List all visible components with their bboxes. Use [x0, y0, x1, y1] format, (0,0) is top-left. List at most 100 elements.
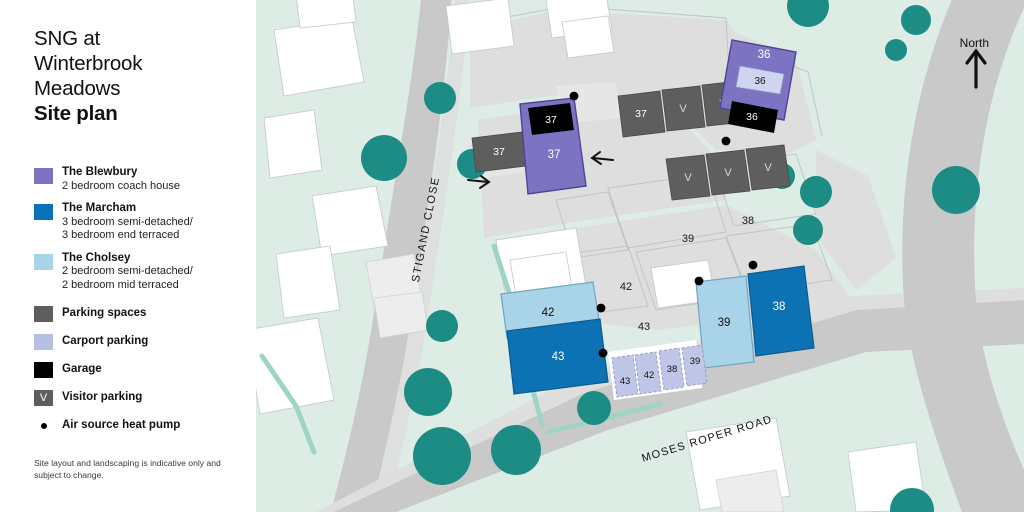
tree-icon: [424, 82, 456, 114]
garden-label-38: 38: [742, 215, 754, 227]
legend-heat-pump-name: Air source heat pump: [62, 419, 181, 431]
tree-canopies: [361, 0, 980, 512]
tree-icon: [404, 368, 452, 416]
plot-38-building: [747, 265, 815, 357]
visitor-space-4: [665, 154, 711, 201]
visitor-label-5: V: [724, 167, 732, 179]
legend-garage-name: Garage: [62, 363, 102, 375]
legend-item-garage: Garage: [34, 360, 249, 378]
legend-panel: SNG at Winterbrook Meadows Site plan The…: [0, 0, 256, 512]
swatch-visitor-parking: V: [34, 390, 53, 406]
legend-item-blewbury: The Blewbury 2 bedroom coach house: [34, 166, 249, 193]
carport-36: [735, 65, 785, 95]
existing-buildings: [256, 0, 927, 512]
heat-pump-markers: [569, 91, 758, 358]
legend-blewbury-sub: 2 bedroom coach house: [62, 179, 181, 192]
plot-38-label: 38: [773, 301, 786, 313]
tree-icon: [800, 176, 832, 208]
tree-icon: [793, 215, 823, 245]
plot-42-label: 42: [542, 307, 555, 319]
carport-bay-42: [634, 351, 662, 395]
swatch-cholsey: [34, 253, 53, 270]
legend-parking-name: Parking spaces: [62, 307, 147, 319]
swatch-carport: [34, 334, 53, 350]
tree-icon: [426, 310, 458, 342]
page-title: SNG at Winterbrook Meadows Site plan: [34, 26, 244, 126]
tree-icon: [787, 0, 829, 27]
legend-cholsey-name: The Cholsey: [62, 251, 131, 264]
tree-icon: [361, 135, 407, 181]
heat-pump-icon: [748, 260, 758, 270]
legend-item-carport: Carport parking: [34, 332, 249, 350]
garden-label-39: 39: [682, 233, 694, 245]
heat-pump-icon: [596, 303, 606, 313]
tree-icon: [901, 5, 931, 35]
arrow-right-icon: [467, 175, 491, 189]
heat-pump-icon: [569, 91, 579, 101]
tree-icon: [577, 391, 611, 425]
visitor-space-5: [705, 149, 751, 196]
legend-item-cholsey: The Cholsey 2 bedroom semi-detached/ 2 b…: [34, 252, 249, 293]
title-line-1: SNG at: [34, 27, 101, 50]
garage-37-label: 37: [545, 114, 557, 126]
carport-bay-43: [611, 354, 639, 398]
tree-icon: [885, 39, 907, 61]
plot-36-label: 36: [758, 49, 771, 61]
heat-pump-icon: [721, 136, 731, 146]
legend-cholsey-sub: 2 bedroom semi-detached/ 2 bedroom mid t…: [62, 265, 193, 291]
road-stigand-close: [330, 0, 452, 512]
site-map: 37 37 V V V V V V: [256, 0, 1024, 512]
garage-37: [528, 103, 574, 135]
tree-icon: [932, 166, 980, 214]
legend-marcham-name: The Marcham: [62, 202, 137, 214]
disclaimer-text: Site layout and landscaping is indicativ…: [34, 458, 221, 480]
plot-39-label: 39: [718, 317, 731, 329]
visitor-label-4: V: [684, 172, 692, 184]
garden-label-43: 43: [638, 321, 650, 333]
legend-visitor-name: Visitor parking: [62, 391, 143, 403]
title-line-2: Winterbrook: [34, 52, 143, 75]
carport-39-label: 39: [690, 356, 701, 367]
carport-bay-38: [658, 347, 685, 391]
parking-label-37a: 37: [493, 146, 505, 158]
carport-43-label: 43: [620, 376, 631, 387]
legend-item-visitor: V Visitor parking: [34, 388, 249, 406]
ancillary-lots: [365, 253, 785, 512]
legend-list: The Blewbury 2 bedroom coach house The M…: [34, 166, 249, 441]
direction-arrows: [467, 151, 614, 189]
compass-rose: [965, 48, 987, 89]
garage-36-label: 36: [746, 111, 758, 123]
swatch-marcham: [34, 204, 53, 220]
heat-pump-dot-icon: [34, 418, 53, 434]
plot-43-label: 43: [552, 351, 565, 363]
plot-37-label: 37: [548, 149, 561, 161]
pavement-east-lane: [816, 150, 896, 290]
parking-label-37b: 37: [635, 108, 647, 120]
arrow-left-icon: [590, 151, 614, 165]
swatch-garage: [34, 362, 53, 378]
plot-43-building: [506, 318, 609, 395]
carport-bays: [611, 344, 708, 398]
carport-bay-39: [681, 344, 708, 387]
legend-carport-name: Carport parking: [62, 335, 149, 347]
tree-icon: [491, 425, 541, 475]
carport-38-label: 38: [667, 364, 678, 375]
carport-36-label: 36: [754, 76, 766, 87]
legend-item-marcham: The Marcham 3 bedroom semi-detached/ 3 b…: [34, 202, 249, 243]
tree-icon: [413, 427, 471, 485]
title-line-4: Site plan: [34, 102, 118, 125]
parking-space-37b: [617, 90, 666, 138]
legend-marcham-sub: 3 bedroom semi-detached/ 3 bedroom end t…: [62, 215, 193, 242]
swatch-blewbury: [34, 168, 53, 184]
swatch-parking: [34, 306, 53, 322]
legend-blewbury-name: The Blewbury: [62, 166, 138, 178]
plot-39-building: [695, 275, 755, 369]
visitor-space-6: [745, 144, 791, 191]
carport-42-label: 42: [644, 370, 655, 381]
heat-pump-icon: [694, 276, 704, 286]
garden-label-42: 42: [620, 281, 632, 293]
garage-36: [728, 101, 778, 133]
tree-icon: [890, 488, 934, 512]
visitor-label-6: V: [764, 162, 772, 174]
